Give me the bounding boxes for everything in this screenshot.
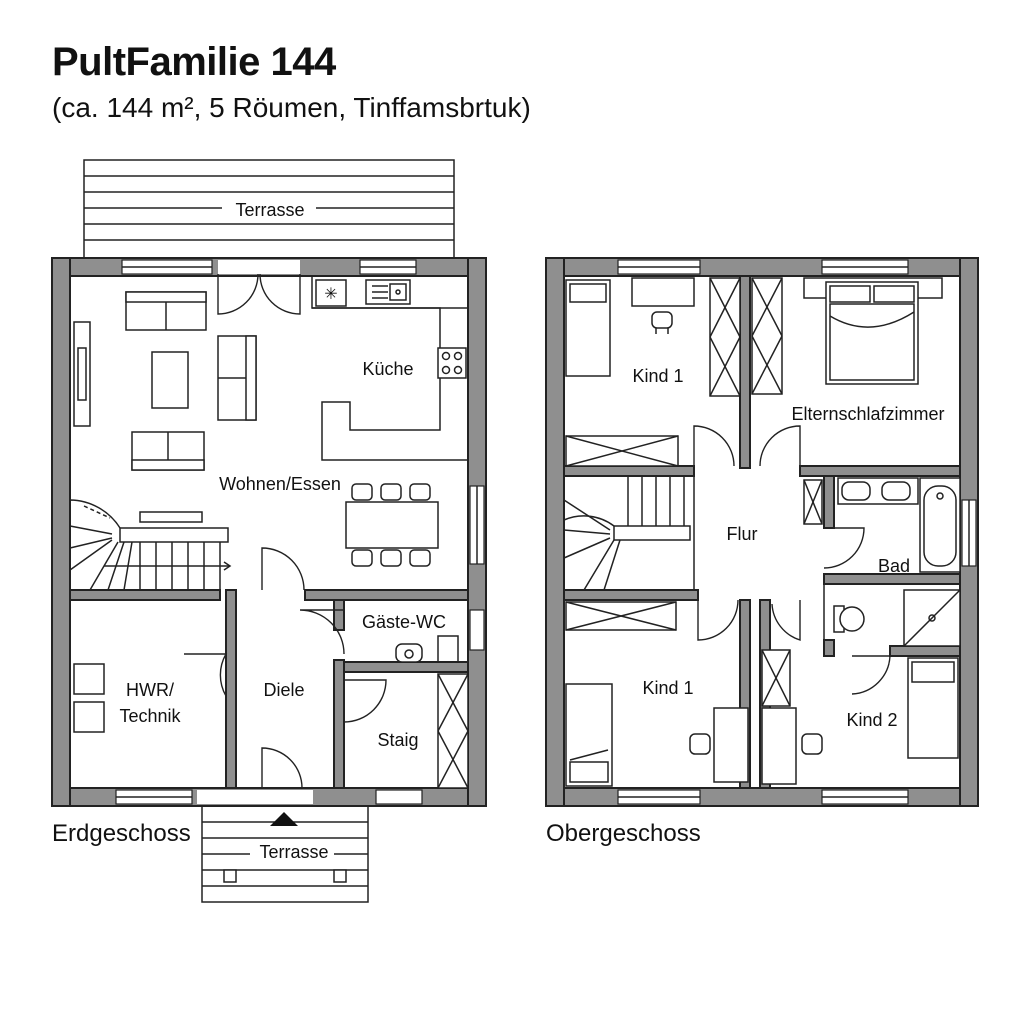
patio-door: [217, 273, 301, 315]
room-label-utility-2: Technik: [119, 706, 181, 726]
floor-label-upper: Obergeschoss: [546, 820, 701, 847]
upper-staircase: [563, 475, 695, 591]
bath-fixtures: [833, 477, 961, 647]
fridge-star-icon: ✳: [324, 286, 337, 303]
master-furniture: [751, 277, 943, 395]
utility-appliances: [73, 663, 105, 733]
floor-label-ground: Erdgeschoss: [52, 820, 191, 847]
kid1-bottom-furniture: [565, 601, 749, 787]
storage-shelf: [437, 673, 469, 789]
kid2-furniture: [761, 649, 959, 785]
room-label-kid1-top: Kind 1: [632, 366, 683, 386]
ground-floor: Terrasse: [51, 159, 487, 903]
plan-subtitle: (ca. 144 m², 5 Röumen, Tinffamsbrtuk): [52, 92, 531, 123]
room-label-kid1-bottom: Kind 1: [642, 678, 693, 698]
ground-windows: [115, 259, 485, 805]
plan-title: PultFamilie 144: [52, 40, 336, 84]
room-label-hall: Diele: [263, 680, 304, 700]
room-label-storage: Staig: [377, 730, 418, 750]
room-label-master: Elternschlafzimmer: [791, 404, 944, 424]
room-label-guest-wc: Gäste-WC: [362, 612, 446, 632]
corridor-closet: [803, 479, 823, 525]
room-label-kitchen: Küche: [362, 359, 413, 379]
ground-doors: [184, 547, 387, 789]
room-label-corridor: Flur: [727, 524, 758, 544]
living-furniture: [73, 291, 257, 523]
guest-wc-fixtures: [395, 635, 459, 663]
room-label-kid2: Kind 2: [846, 710, 897, 730]
room-label-terrace-top: Terrasse: [235, 200, 304, 220]
upper-doors: [693, 425, 891, 695]
ground-staircase: [69, 499, 232, 591]
room-label-bath: Bad: [878, 556, 910, 576]
room-label-terrace-entry: Terrasse: [259, 842, 328, 862]
terrace-deck-top: [83, 159, 455, 259]
kitchen-counter: ✳: [311, 276, 468, 461]
room-label-utility-1: HWR/: [126, 680, 174, 700]
upper-windows: [617, 259, 977, 805]
dining-set: [345, 483, 439, 567]
upper-floor: Kind 1 Elternschlafzimmer: [545, 257, 979, 807]
kid1-top-furniture: [565, 277, 741, 467]
terrace-entry: [201, 805, 369, 903]
room-label-living: Wohnen/Essen: [219, 474, 341, 494]
